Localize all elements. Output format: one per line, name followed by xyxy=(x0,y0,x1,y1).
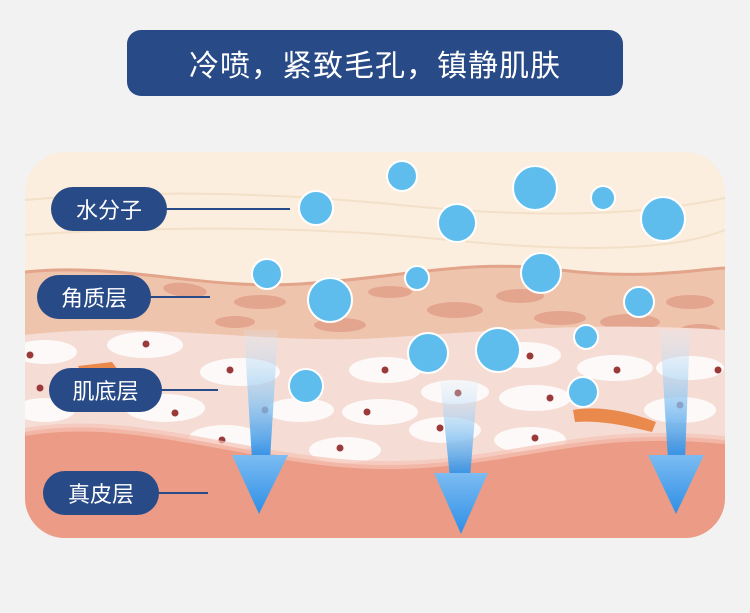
label-water-molecule: 水分子 xyxy=(51,187,167,231)
dermis-layer xyxy=(25,427,725,538)
title-text: 冷喷，紧致毛孔，镇静肌肤 xyxy=(189,49,561,84)
penetration-arrow-3 xyxy=(648,330,704,514)
label-stratum-corneum: 角质层 xyxy=(37,275,151,319)
label-basal-layer: 肌底层 xyxy=(49,368,162,412)
penetration-arrow-2 xyxy=(434,380,488,534)
water-molecules xyxy=(251,160,686,408)
label-dermis: 真皮层 xyxy=(43,471,159,515)
penetration-arrow-1 xyxy=(232,330,288,514)
title-banner: 冷喷，紧致毛孔，镇静肌肤 xyxy=(127,30,623,96)
